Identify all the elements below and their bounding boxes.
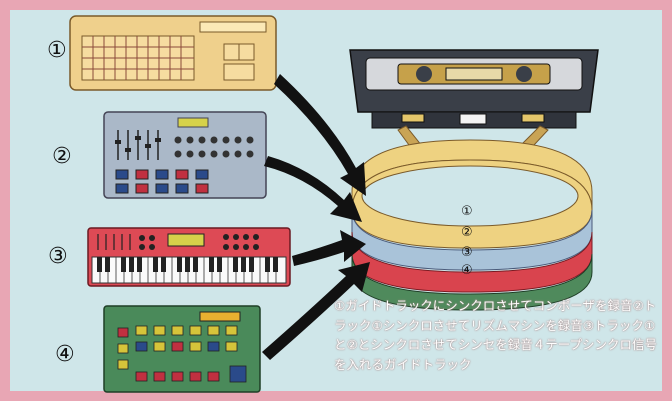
flow-arrows — [262, 74, 370, 360]
tape-band-label-1: ① — [461, 204, 473, 219]
label-2: ② — [52, 144, 72, 169]
tape-loop — [351, 125, 593, 311]
cassette-tape — [349, 49, 599, 129]
tape-band-label-3: ③ — [461, 245, 473, 260]
tape-band-label-4: ④ — [461, 263, 473, 278]
tape-band-label-2: ② — [461, 225, 473, 240]
rhythm-machine — [103, 111, 267, 199]
sequencer-device — [103, 305, 261, 393]
label-1: ① — [47, 38, 67, 63]
caption-text: ①ガイドトラックにシンクロさせてコンポーザを録音②トラック①シンクロさせてリズム… — [334, 298, 657, 372]
label-4: ④ — [55, 342, 75, 367]
synthesizer — [87, 227, 291, 287]
label-3: ③ — [48, 244, 68, 269]
computer-composer — [69, 15, 277, 91]
